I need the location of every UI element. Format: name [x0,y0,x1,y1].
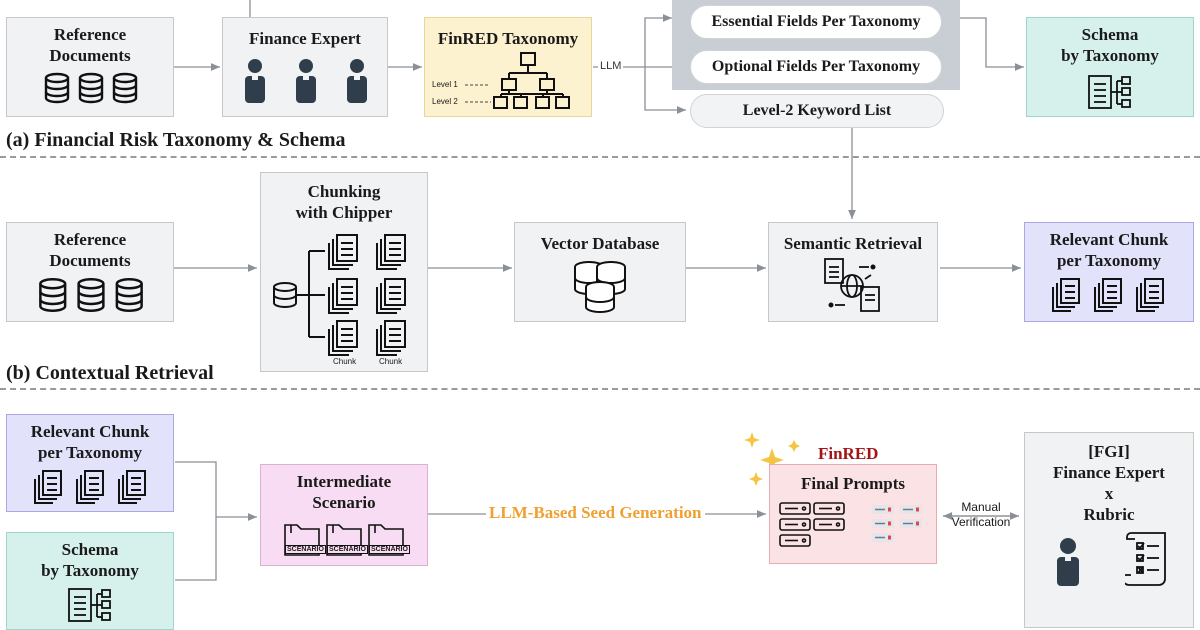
reference-documents-title-a: Reference Documents [49,25,131,65]
finred-label: FinRED [818,444,879,463]
schema-doc-icon [68,588,111,622]
checklist-icon [1125,532,1166,586]
section-a-label: (a) Financial Risk Taxonomy & Schema [6,129,346,151]
optional-fields-pill: Optional Fields Per Taxonomy [690,50,942,84]
scenario-folder-icon [284,524,404,556]
schema-by-taxonomy-box-c: Schema by Taxonomy [6,532,174,630]
relevant-chunk-box-b: Relevant Chunk per Taxonomy [1024,222,1194,322]
scenario-tag-2: SCENARIO [327,545,368,554]
sparkle-icon [744,432,800,486]
fgi-box: [FGI] Finance Expert x Rubric [1024,432,1194,628]
section-b-label: (b) Contextual Retrieval [6,362,214,384]
scenario-tag-3: SCENARIO [369,545,410,554]
level2-keyword-pill: Level-2 Keyword List [690,94,944,128]
documents-icon [1052,278,1164,312]
documents-icon [34,470,146,504]
scenario-tag-1: SCENARIO [285,545,326,554]
reference-documents-box-a: Reference Documents [6,17,174,117]
llm-label-a: LLM [598,60,624,72]
database-icon [44,72,138,104]
documents-icon [273,234,406,356]
manual-verification-label: Manual Verification [951,500,1011,529]
intermediate-scenario-box: Intermediate Scenario SCENARIO SCENARIO … [260,464,428,566]
vector-database-icon [574,261,626,313]
chunking-title: Chunking with Chipper [295,182,393,222]
prompt-list-icon [779,502,922,547]
seed-generation-label: LLM-Based Seed Generation [486,503,705,523]
person-icon [1057,538,1079,586]
finred-taxonomy-box: FinRED Taxonomy Level 1 Level 2 [424,17,592,117]
relevant-chunk-box-c: Relevant Chunk per Taxonomy [6,414,174,512]
database-icon [39,278,143,312]
person-icon [245,59,367,103]
essential-fields-pill: Essential Fields Per Taxonomy [690,5,942,39]
schema-by-taxonomy-title-a: Schema by Taxonomy [1061,25,1159,65]
chunk-label-1: Chunk [333,357,357,366]
divider-b [0,388,1200,390]
schema-doc-icon [1088,75,1131,109]
final-prompts-title: Final Prompts [800,474,906,493]
finred-taxonomy-title: FinRED Taxonomy [437,29,579,48]
vector-database-box: Vector Database [514,222,686,322]
level2-label: Level 2 [432,97,458,106]
finance-expert-title: Finance Expert [249,29,361,48]
vector-database-title: Vector Database [540,234,660,253]
relevant-chunk-title-c: Relevant Chunk per Taxonomy [30,422,150,462]
intermediate-scenario-title: Intermediate Scenario [296,472,392,512]
reference-documents-box-b: Reference Documents [6,222,174,322]
hierarchy-icon [465,52,570,109]
finance-expert-box: Finance Expert [222,17,388,117]
schema-by-taxonomy-box-a: Schema by Taxonomy [1026,17,1194,117]
reference-documents-title-b: Reference Documents [49,230,131,270]
semantic-retrieval-title: Semantic Retrieval [783,234,923,253]
divider-a [0,156,1200,158]
level1-label: Level 1 [432,80,458,89]
fgi-title: [FGI] Finance Expert x Rubric [1053,442,1165,524]
semantic-retrieval-box: Semantic Retrieval [768,222,938,322]
relevant-chunk-title-b: Relevant Chunk per Taxonomy [1049,230,1169,270]
chunk-label-2: Chunk [379,357,403,366]
schema-by-taxonomy-title-c: Schema by Taxonomy [41,540,139,580]
semantic-retrieval-icon [824,258,880,312]
chunking-box: Chunking with Chipper Chunk [260,172,428,372]
final-prompts-box: Final Prompts [769,464,937,564]
